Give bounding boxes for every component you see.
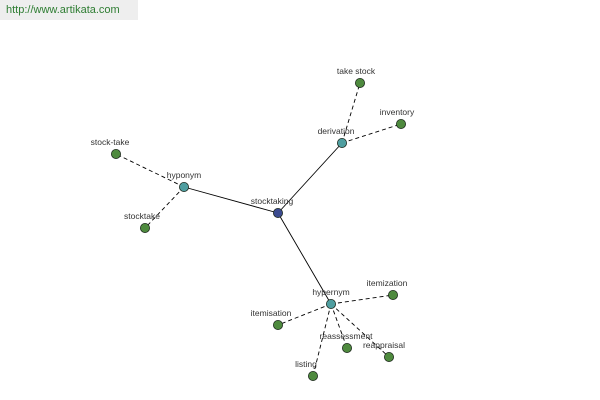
site-url-bar: http://www.artikata.com: [0, 0, 138, 20]
edge-hypernym-reassessment: [330, 303, 348, 349]
edge-hypernym-itemisation: [277, 303, 332, 326]
site-url-link[interactable]: http://www.artikata.com: [6, 4, 120, 16]
node-hyponym[interactable]: [178, 181, 189, 192]
node-stocktake[interactable]: [139, 222, 150, 233]
node-label-stocktaking[interactable]: stocktaking: [251, 196, 294, 206]
node-itemisation[interactable]: [272, 319, 283, 330]
edge-hyponym-stock-take: [115, 153, 185, 188]
graph-labels: stocktaking hyponym derivation hypernym stoc…: [91, 66, 415, 369]
node-reassessment[interactable]: [341, 342, 352, 353]
edge-hyponym-stocktake: [144, 186, 185, 229]
edge-hypernym-listing: [312, 303, 332, 377]
node-listing[interactable]: [307, 370, 318, 381]
graph-edges: [115, 82, 402, 377]
node-stocktaking[interactable]: [272, 207, 283, 218]
edge-stocktaking-hyponym: [183, 186, 279, 214]
node-label-take-stock[interactable]: take stock: [337, 66, 376, 76]
node-stock-take[interactable]: [111, 148, 122, 159]
node-label-hyponym[interactable]: hyponym: [167, 170, 202, 180]
node-label-reappraisal[interactable]: reappraisal: [363, 340, 405, 350]
node-reappraisal[interactable]: [383, 351, 394, 362]
node-take-stock[interactable]: [354, 78, 365, 89]
node-label-listing[interactable]: listing: [295, 359, 317, 369]
graph-nodes: [111, 78, 406, 381]
edge-derivation-take-stock: [341, 82, 361, 144]
node-derivation[interactable]: [336, 137, 347, 148]
node-itemization[interactable]: [387, 289, 398, 300]
node-label-itemization[interactable]: itemization: [367, 278, 408, 288]
edge-hypernym-itemization: [330, 294, 394, 305]
node-label-itemisation[interactable]: itemisation: [251, 308, 292, 318]
edge-derivation-inventory: [341, 123, 402, 144]
node-label-derivation[interactable]: derivation: [318, 126, 355, 136]
edge-hypernym-reappraisal: [330, 303, 390, 358]
node-label-inventory[interactable]: inventory: [380, 107, 415, 117]
node-label-stocktake[interactable]: stocktake: [124, 211, 160, 221]
node-hypernym[interactable]: [325, 298, 336, 309]
node-inventory[interactable]: [395, 119, 406, 130]
edge-stocktaking-derivation: [277, 142, 343, 214]
node-label-reassessment[interactable]: reassessment: [320, 331, 374, 341]
node-label-hypernym[interactable]: hypernym: [312, 287, 349, 297]
edge-stocktaking-hypernym: [277, 212, 332, 305]
node-label-stock-take[interactable]: stock-take: [91, 137, 130, 147]
